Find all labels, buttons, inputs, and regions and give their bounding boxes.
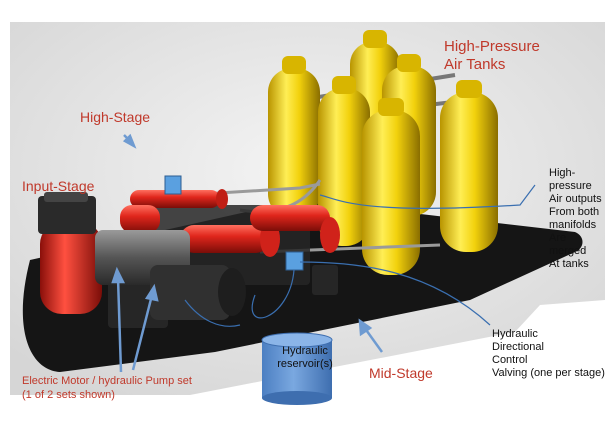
label-line: Directional [492,341,544,353]
label-high-stage: High-Stage [80,109,151,125]
hydraulic-reservoir [261,332,333,405]
label-line: Air Tanks [444,56,506,73]
label-line: High- [549,167,576,179]
input-stage-cylinder [38,192,102,314]
label-hydraulic-reservoir: Hydraulic reservoir(s) [268,345,342,371]
label-line: (1 of 2 sets shown) [22,389,115,401]
high-pressure-air-tanks [268,30,498,275]
label-line: Valving (one per stage) [492,367,605,379]
label-line: From both [549,206,600,218]
label-line: Electric Motor / hydraulic Pump set [22,375,192,387]
label-input-stage: Input-Stage [22,178,95,194]
label-mid-stage: Mid-Stage [369,365,433,381]
directional-valve [164,175,182,195]
label-line: Hydraulic [282,345,328,357]
air-tank [318,76,370,246]
high-stage-cylinder [130,189,228,209]
mid-stage-cylinders [120,205,340,257]
air-tank [440,80,498,252]
label-line: manifolds [549,219,597,231]
label-line: pressure [549,180,592,192]
label-air-outputs: High- pressure Air outputs From both man… [549,167,602,271]
label-hydraulic-valving: Hydraulic Directional Control Valving (o… [492,328,605,380]
air-tank [268,56,320,218]
label-high-pressure-air-tanks: High-Pressure Air Tanks [444,38,540,74]
air-tank [362,98,420,275]
directional-valve [285,251,304,271]
hydraulic-lines [184,184,536,327]
label-line: Control [492,354,528,366]
label-line: Air outputs [549,193,602,205]
label-line: Are [549,232,567,244]
leader-arrows [111,133,384,373]
label-line: High-Pressure [444,38,540,55]
label-line: At tanks [549,258,589,270]
label-line: reservoir(s) [277,358,333,370]
label-electric-motor-pump-set: Electric Motor / hydraulic Pump set (1 o… [22,374,192,402]
label-line: merged [549,245,587,257]
label-line: Hydraulic [492,328,538,340]
